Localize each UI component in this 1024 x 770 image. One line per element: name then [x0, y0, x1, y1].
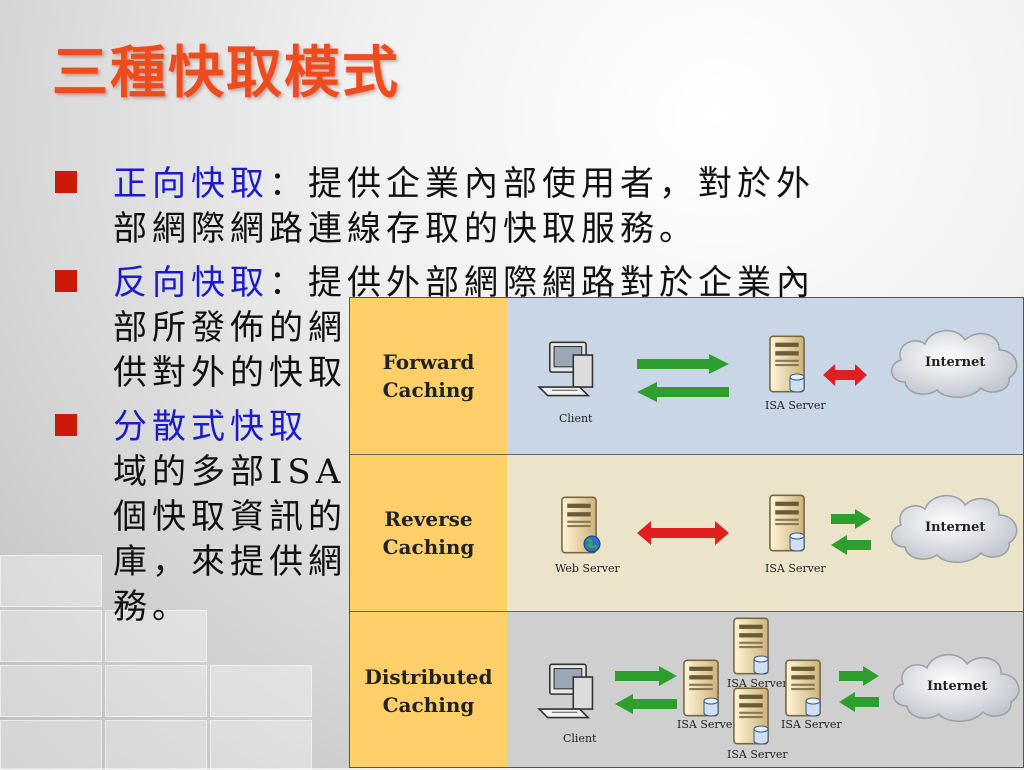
arrow-right-icon	[615, 666, 677, 686]
row-label: Reverse Caching	[350, 455, 508, 611]
bullet-text: 供對外的快取	[113, 353, 347, 393]
row-label: Forward Caching	[350, 298, 508, 454]
arrow-left-icon	[615, 694, 677, 714]
database-icon	[789, 531, 805, 553]
isa-server-caption: ISA Server	[727, 748, 788, 761]
bullet-text: 提供企業內部使用者，對於外	[308, 164, 815, 204]
internet-caption: Internet	[925, 520, 986, 535]
arrow-right-icon	[839, 666, 879, 686]
bullet-term: 分散式快取	[113, 407, 308, 447]
database-icon	[753, 724, 769, 746]
database-icon	[789, 372, 805, 394]
internet-caption: Internet	[925, 355, 986, 370]
bullet-text: 務。	[113, 587, 191, 627]
database-icon	[805, 696, 821, 718]
database-icon	[753, 654, 769, 676]
arrow-right-icon	[637, 354, 729, 374]
arrow-left-icon	[637, 382, 729, 402]
bullet-text: 個快取資訊的	[113, 497, 347, 537]
bullet-square-icon	[55, 414, 77, 436]
arrow-left-icon	[831, 535, 871, 555]
database-icon	[703, 696, 719, 718]
client-caption: Client	[563, 732, 597, 745]
isa-server-caption: ISA Server	[765, 562, 826, 575]
bullet-term: 反向快取	[113, 263, 269, 303]
client-icon	[537, 662, 601, 722]
web-server-caption: Web Server	[555, 562, 620, 575]
client-caption: Client	[559, 412, 593, 425]
bullet-reverse-caching: 反向快取：提供外部網際網路對於企業內 部所發佈的網 供對外的快取	[55, 261, 935, 396]
bullet-square-icon	[55, 171, 77, 193]
bullet-term: 正向快取	[113, 164, 269, 204]
row-panel: Web Server ISA Server Internet	[507, 455, 1023, 611]
bullet-text: 部網際網路連線存取的快取服務。	[113, 209, 698, 249]
client-icon	[537, 340, 601, 400]
arrow-left-icon	[839, 692, 879, 712]
globe-icon	[583, 535, 601, 553]
isa-server-caption: ISA Server	[781, 718, 842, 731]
double-arrow-icon	[637, 521, 729, 545]
isa-server-caption: ISA Server	[677, 718, 738, 731]
arrow-right-icon	[831, 509, 871, 529]
internet-caption: Internet	[927, 679, 988, 694]
diagram-row-reverse: Reverse Caching Web Server ISA Server In…	[350, 455, 1023, 612]
bullet-square-icon	[55, 270, 77, 292]
bullet-text: 域的多部ISA	[113, 452, 346, 492]
diagram-row-forward: Forward Caching Client ISA Server Intern…	[350, 298, 1023, 455]
slide-title: 三種快取模式	[52, 41, 400, 106]
double-arrow-icon	[823, 364, 867, 386]
row-panel: Client ISA Server Internet	[507, 298, 1023, 454]
bullet-text: 庫，來提供網	[113, 542, 347, 582]
bullet-distributed-caching: 分散式快取 域的多部ISA 個快取資訊的 庫，來提供網 務。	[55, 405, 935, 630]
bullet-text: 部所發佈的網	[113, 308, 347, 348]
bullet-list: 正向快取：提供企業內部使用者，對於外 部網際網路連線存取的快取服務。 反向快取：…	[55, 162, 935, 639]
bullet-text: 提供外部網際網路對於企業內	[308, 263, 815, 303]
isa-server-caption: ISA Server	[727, 677, 788, 690]
caching-diagram: Forward Caching Client ISA Server Intern…	[349, 297, 1024, 768]
background-tiles	[0, 555, 320, 770]
row-panel: Client ISA Server ISA Server ISA Server …	[507, 612, 1023, 767]
bullet-forward-caching: 正向快取：提供企業內部使用者，對於外 部網際網路連線存取的快取服務。	[55, 162, 935, 252]
isa-server-caption: ISA Server	[765, 399, 826, 412]
row-label: Distributed Caching	[350, 612, 508, 767]
diagram-row-distributed: Distributed Caching Client ISA Server IS…	[350, 612, 1023, 767]
